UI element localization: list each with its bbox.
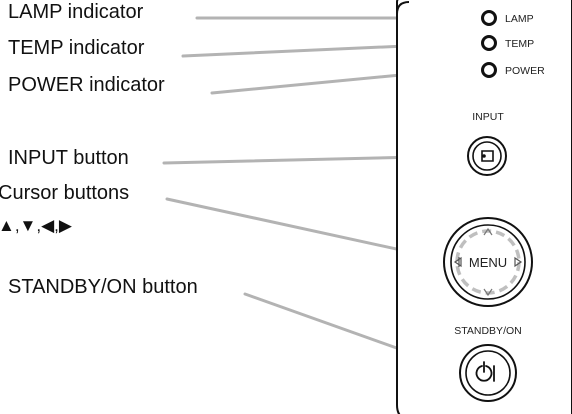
standby-button-inner[interactable]: [465, 350, 511, 396]
lamp-led-icon: [481, 10, 497, 26]
cursor-pad-dashed-ring: [455, 229, 521, 295]
standby-on-button[interactable]: [459, 344, 517, 402]
power-label: POWER: [505, 65, 545, 77]
temp-indicator-callout: TEMP indicator: [8, 37, 145, 59]
panel-outline: [396, 0, 572, 414]
input-button[interactable]: [467, 136, 507, 176]
standby-button-callout: STANDBY/ON button: [8, 276, 198, 298]
menu-button-label[interactable]: MENU: [469, 255, 507, 270]
power-symbol-icon: [475, 361, 495, 382]
temp-led-icon: [481, 35, 497, 51]
panel-outline-corner: [396, 1, 410, 15]
cursor-right-button[interactable]: [514, 256, 523, 268]
cursor-down-button[interactable]: [483, 288, 493, 297]
power-indicator-callout: POWER indicator: [8, 74, 165, 96]
input-label: INPUT: [472, 111, 504, 123]
cursor-up-button[interactable]: [483, 227, 493, 236]
input-button-inner[interactable]: [472, 141, 502, 171]
cursor-pad[interactable]: MENU: [443, 217, 533, 307]
cursor-arrows-callout: ▲,▼,◀,▶: [0, 216, 72, 235]
input-source-icon: [481, 150, 494, 162]
lamp-label: LAMP: [505, 13, 534, 25]
input-button-callout: INPUT button: [8, 147, 129, 169]
power-indicator: POWER: [481, 62, 545, 78]
cursor-pad-inner[interactable]: [450, 224, 526, 300]
lamp-indicator: LAMP: [481, 10, 534, 26]
power-led-icon: [481, 62, 497, 78]
lamp-indicator-callout: LAMP indicator: [8, 1, 144, 23]
cursor-buttons-callout: Cursor buttons: [0, 182, 130, 204]
cursor-left-button[interactable]: [453, 256, 462, 268]
standby-label: STANDBY/ON: [454, 325, 521, 337]
temp-indicator: TEMP: [481, 35, 534, 51]
temp-label: TEMP: [505, 38, 534, 50]
